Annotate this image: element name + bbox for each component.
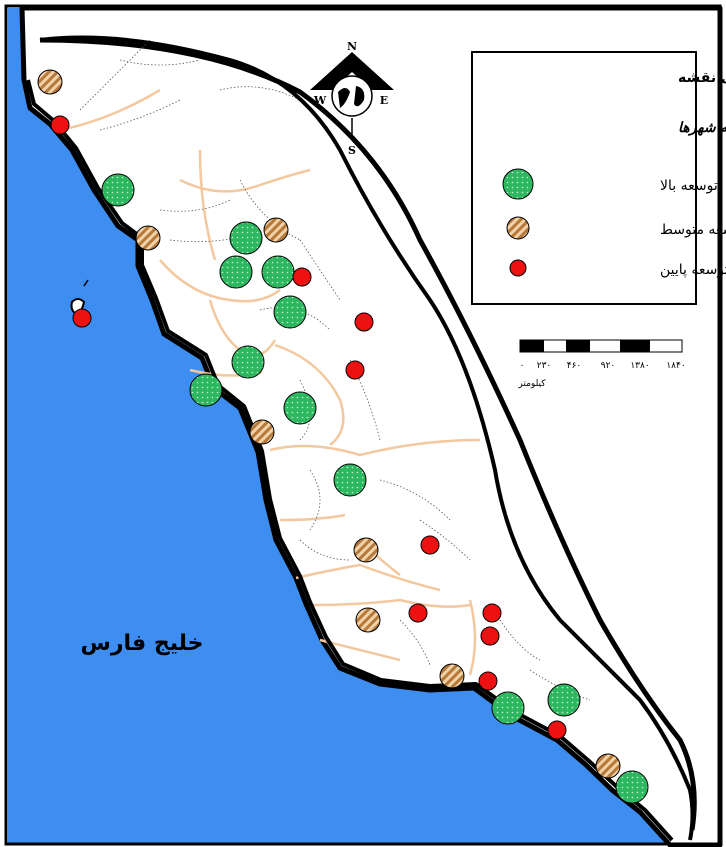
city-marker-low bbox=[408, 603, 428, 623]
legend-title: راهنمای نقشه bbox=[678, 70, 726, 86]
city-marker-low bbox=[72, 308, 92, 328]
compass-n: N bbox=[347, 40, 357, 53]
scale-tick-1: ۲۳۰ bbox=[537, 361, 552, 371]
city-marker-high bbox=[273, 295, 307, 329]
compass-s: S bbox=[348, 144, 356, 157]
scale-tick-3: ۹۲۰ bbox=[601, 361, 616, 371]
legend-subtitle: سطح بندی توسعه شهرها bbox=[678, 120, 726, 136]
city-marker-high bbox=[333, 463, 367, 497]
legend-label-medium: توسعه متوسط bbox=[660, 222, 726, 238]
legend-symbol-medium bbox=[506, 216, 530, 240]
city-marker-medium bbox=[37, 69, 63, 95]
city-marker-high bbox=[229, 221, 263, 255]
city-marker-low bbox=[354, 312, 374, 332]
city-marker-medium bbox=[135, 225, 161, 251]
sea-label: خلیج فارس bbox=[80, 631, 203, 656]
compass-w: W bbox=[313, 94, 327, 107]
city-marker-high bbox=[231, 345, 265, 379]
province-border bbox=[39, 35, 695, 841]
city-marker-high bbox=[547, 683, 581, 717]
scale-tick-5: ۱۸۴۰ bbox=[666, 361, 685, 371]
legend: راهنمای نقشه سطح بندی توسعه شهرها توسعه … bbox=[471, 51, 726, 305]
coastline bbox=[26, 79, 674, 842]
compass-e: E bbox=[380, 94, 388, 107]
legend-label-low: توسعه پایین bbox=[660, 262, 726, 278]
legend-label-high: توسعه بالا bbox=[660, 178, 718, 194]
compass-rose: N W E S bbox=[310, 40, 394, 157]
city-marker-low bbox=[547, 720, 567, 740]
legend-symbol-low bbox=[509, 259, 527, 277]
city-marker-low bbox=[345, 360, 365, 380]
city-marker-medium bbox=[353, 537, 379, 563]
city-marker-high bbox=[101, 173, 135, 207]
city-marker-medium bbox=[355, 607, 381, 633]
city-marker-medium bbox=[263, 217, 289, 243]
city-marker-high bbox=[219, 255, 253, 289]
city-marker-medium bbox=[439, 663, 465, 689]
map-frame bbox=[4, 4, 722, 846]
scale-tick-2: ۴۶۰ bbox=[567, 361, 582, 371]
city-marker-high bbox=[491, 691, 525, 725]
county-boundaries bbox=[79, 39, 591, 701]
city-marker-low bbox=[478, 671, 498, 691]
scale-bar: ۰ ۲۳۰ ۴۶۰ ۹۲۰ ۱۳۸۰ ۱۸۴۰ کیلومتر bbox=[517, 339, 686, 389]
city-marker-high bbox=[261, 255, 295, 289]
legend-symbol-high bbox=[502, 168, 534, 200]
city-marker-high bbox=[283, 391, 317, 425]
city-marker-medium bbox=[595, 753, 621, 779]
city-marker-low bbox=[50, 115, 70, 135]
city-marker-high bbox=[615, 770, 649, 804]
city-marker-high bbox=[189, 373, 223, 407]
city-marker-low bbox=[482, 603, 502, 623]
city-marker-medium bbox=[249, 419, 275, 445]
scale-tick-4: ۱۳۸۰ bbox=[630, 361, 649, 371]
city-marker-low bbox=[420, 535, 440, 555]
city-markers bbox=[37, 69, 649, 804]
globe-icon bbox=[331, 75, 373, 117]
city-marker-low bbox=[292, 267, 312, 287]
city-marker-low bbox=[480, 626, 500, 646]
scale-unit: کیلومتر bbox=[517, 379, 546, 389]
scale-tick-0: ۰ bbox=[520, 361, 525, 371]
compass-arrow-icon bbox=[310, 52, 394, 90]
